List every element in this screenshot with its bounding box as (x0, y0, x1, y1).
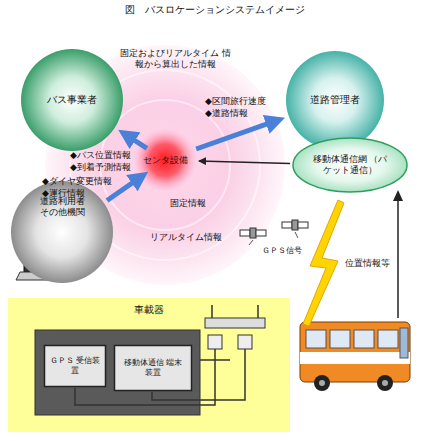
box-node: ＧＰＳ 受信装置 (44, 345, 106, 387)
node-label: ＧＰＳ 受信装置 (49, 356, 101, 375)
diagram-title: 図 バスロケーションシステムイメージ (0, 4, 430, 17)
node-label: 移動体通信 端末装置 (120, 358, 186, 377)
node-label: 移動体通信網 （パケット通信） (310, 154, 390, 176)
bus-illustration (300, 322, 410, 391)
annotation: ＧＰＳ信号 (262, 246, 302, 256)
annotation: ◆運行情報 (42, 188, 85, 199)
outline (286, 51, 384, 149)
node-label: 道路管理者 (310, 94, 360, 106)
node-label: 車載器 (134, 304, 164, 316)
device-housing (35, 330, 200, 415)
annotation: 固定およびリアルタイム 情報から算出した情報 (118, 48, 233, 71)
data-arrow (199, 161, 290, 163)
flow-arrow (127, 135, 147, 148)
ellipse-node: バス事業者 (20, 48, 124, 152)
outline (21, 49, 123, 151)
annotation: リアルタイム情報 (150, 232, 222, 243)
outline (45, 346, 106, 387)
upload-arrow (397, 198, 399, 318)
annotation: ◆到着予測情報 (70, 162, 131, 173)
box-node: センタ設備 (133, 150, 197, 170)
flow-arrow (107, 177, 140, 200)
annotation: 固定情報 (170, 198, 206, 209)
ellipse-node: 移動体通信網 （パケット通信） (292, 137, 408, 193)
ellipse-node: 道路管理者 (285, 50, 385, 150)
arrow-head (393, 190, 403, 201)
annotation: ◆バス位置情報 (70, 150, 131, 161)
node-label: センタ設備 (143, 155, 188, 166)
box-node: 移動体通信 端末装置 (114, 345, 192, 391)
outline (11, 181, 113, 283)
panel-ground (8, 298, 290, 432)
panel-node: 車載器 ＧＰＳ 受信装置移動体通信 端末装置 (8, 298, 290, 432)
outline (115, 346, 192, 391)
annotation: ◆ダイヤ変更情報 (42, 176, 112, 187)
annotation: ◆道路情報 (205, 108, 248, 119)
node-label: 道路利用者 その他機関 (34, 196, 90, 218)
center-glow (133, 128, 197, 192)
outline (134, 151, 197, 170)
flow-arrow (196, 121, 275, 149)
antenna (205, 305, 265, 349)
radio-bolt (303, 200, 344, 326)
outline (293, 138, 407, 192)
annotation: 位置情報等 (345, 258, 390, 269)
node-label: バス事業者 (47, 94, 97, 106)
annotation: ◆区間旅行速度 (205, 96, 266, 107)
gps-satellite (240, 220, 308, 245)
